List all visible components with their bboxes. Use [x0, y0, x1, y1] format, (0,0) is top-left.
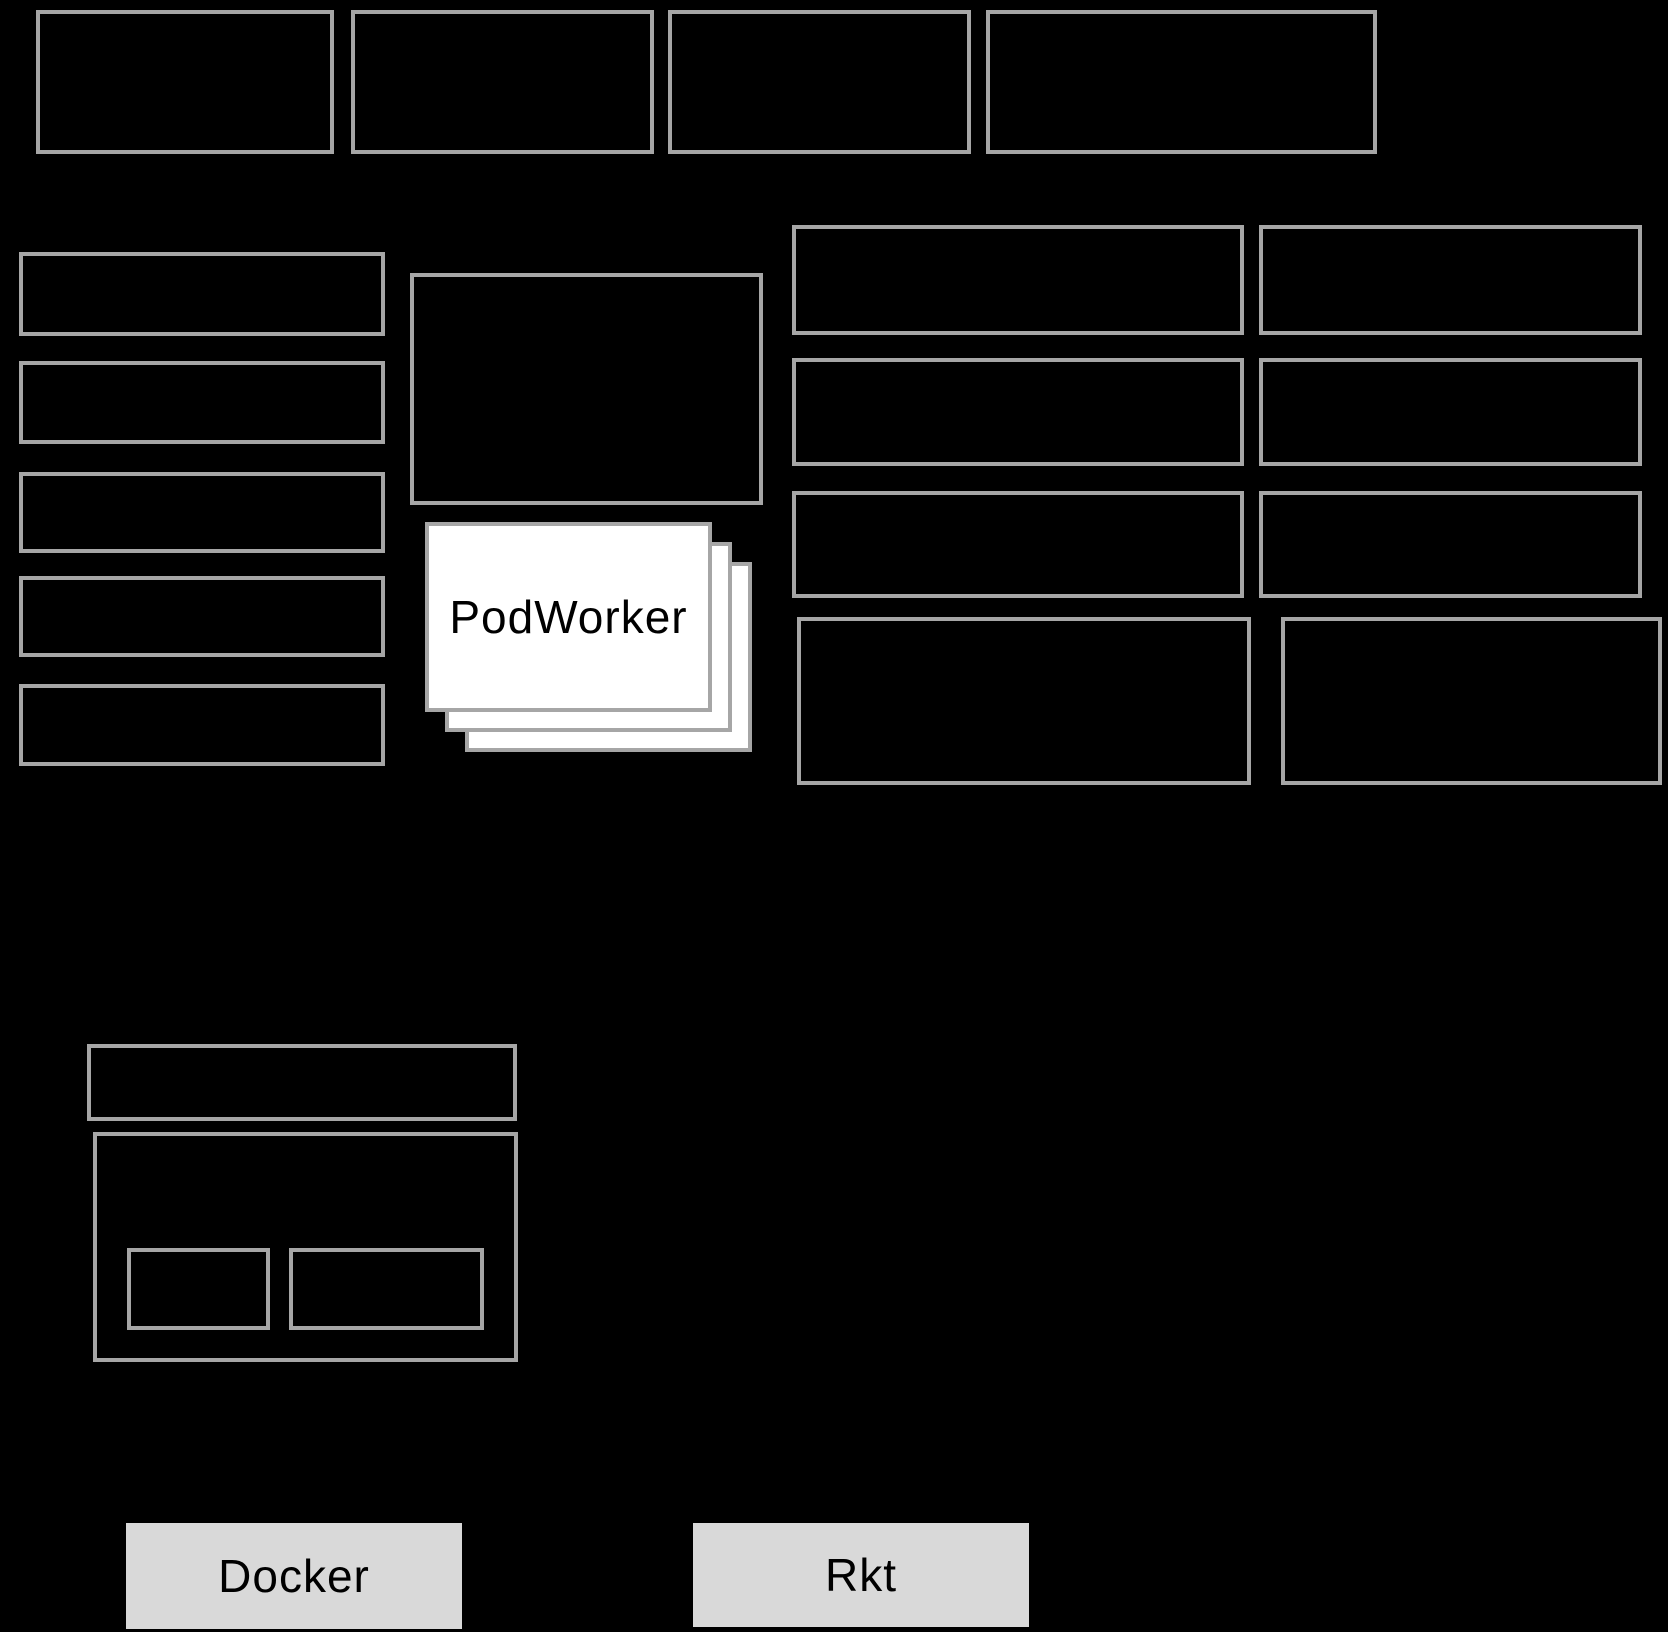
left-box-2 — [19, 361, 385, 444]
docker-label: Docker — [218, 1550, 370, 1602]
grid-box-r2c2 — [1259, 358, 1642, 466]
top-box-4 — [986, 10, 1377, 154]
top-box-1 — [36, 10, 334, 154]
grid-box-r4c2 — [1281, 617, 1662, 785]
middle-tall-box — [410, 273, 763, 505]
left-box-1 — [19, 252, 385, 336]
grid-box-r3c1 — [792, 491, 1244, 598]
left-box-3 — [19, 472, 385, 553]
rkt-box: Rkt — [693, 1523, 1029, 1627]
bottom-panel-header — [87, 1044, 517, 1121]
top-box-2 — [351, 10, 654, 154]
left-box-5 — [19, 684, 385, 766]
docker-box: Docker — [126, 1523, 462, 1629]
rkt-label: Rkt — [825, 1549, 897, 1601]
bottom-panel-item-2 — [289, 1248, 484, 1330]
left-box-4 — [19, 576, 385, 657]
grid-box-r1c1 — [792, 225, 1244, 335]
grid-box-r1c2 — [1259, 225, 1642, 335]
grid-box-r2c1 — [792, 358, 1244, 466]
bottom-panel-item-1 — [127, 1248, 270, 1330]
podworker-label: PodWorker — [449, 591, 688, 643]
top-box-3 — [668, 10, 971, 154]
grid-box-r3c2 — [1259, 491, 1642, 598]
podworker-card: PodWorker — [425, 522, 712, 712]
grid-box-r4c1 — [797, 617, 1251, 785]
